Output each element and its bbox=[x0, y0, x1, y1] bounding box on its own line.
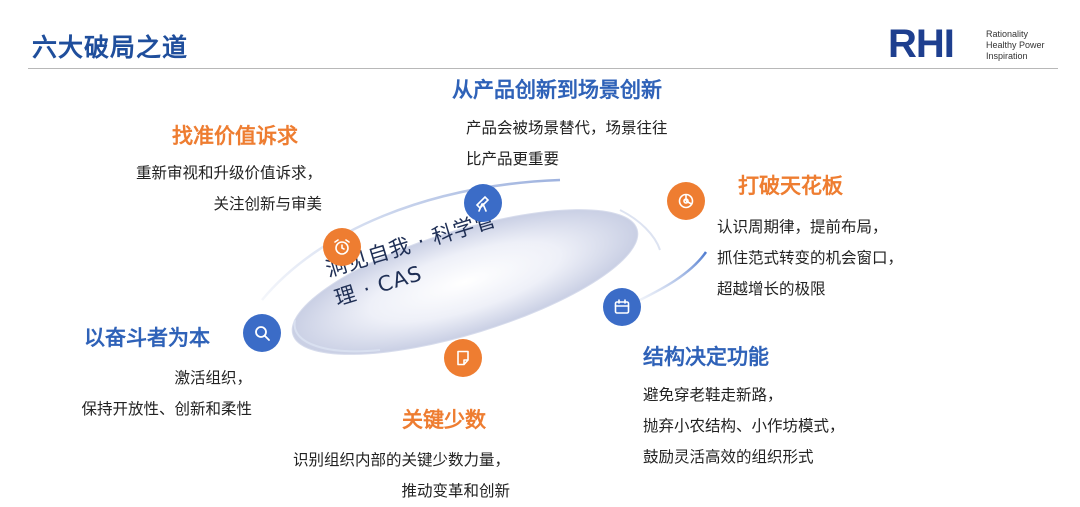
logo-mark: RHI bbox=[888, 22, 955, 66]
desc-line: 抓住范式转变的机会窗口， bbox=[717, 249, 904, 267]
title-divider bbox=[28, 68, 1058, 69]
logo-tagline-line: Healthy Power bbox=[986, 40, 1045, 50]
node-structure-title: 结构决定功能 bbox=[643, 345, 769, 369]
center-ellipse bbox=[291, 209, 639, 355]
logo-tagline-line: Inspiration bbox=[986, 51, 1028, 61]
node-product-scene-title: 从产品创新到场景创新 bbox=[452, 78, 662, 102]
outer-arc-bottom-left bbox=[293, 319, 381, 353]
node-value-title: 找准价值诉求 bbox=[172, 124, 298, 148]
outer-arc-upper-right bbox=[619, 209, 661, 251]
search-icon bbox=[243, 314, 281, 352]
logo-tagline-line: Rationality bbox=[986, 29, 1029, 39]
node-product-scene-desc: 产品会被场景替代，场景往往 比产品更重要 bbox=[466, 113, 668, 175]
desc-line: 认识周期律，提前布局， bbox=[717, 218, 888, 236]
desc-line: 产品会被场景替代，场景往往 bbox=[466, 119, 668, 137]
logo-tagline: Rationality Healthy Power Inspiration bbox=[986, 29, 1045, 62]
node-struggle-title: 以奋斗者为本 bbox=[84, 326, 210, 350]
desc-line: 推动变革和创新 bbox=[401, 482, 510, 500]
node-value-desc: 重新审视和升级价值诉求， 关注创新与审美 bbox=[60, 158, 322, 220]
desc-line: 超越增长的极限 bbox=[717, 280, 826, 298]
node-ceiling-desc: 认识周期律，提前布局， 抓住范式转变的机会窗口， 超越增长的极限 bbox=[717, 212, 903, 305]
desc-line: 激活组织， bbox=[174, 369, 252, 387]
page-title: 六大破局之道 bbox=[32, 33, 189, 62]
telescope-icon bbox=[464, 184, 502, 222]
desc-line: 避免穿老鞋走新路， bbox=[643, 386, 783, 404]
outer-arc-right bbox=[639, 251, 708, 302]
node-key-few-desc: 识别组织内部的关键少数力量， 推动变革和创新 bbox=[200, 445, 510, 507]
calendar-icon bbox=[603, 288, 641, 326]
outer-arc-top-left bbox=[261, 178, 561, 301]
desc-line: 重新审视和升级价值诉求， bbox=[135, 164, 322, 182]
desc-line: 保持开放性、创新和柔性 bbox=[81, 400, 252, 418]
note-icon bbox=[444, 339, 482, 377]
desc-line: 鼓励灵活高效的组织形式 bbox=[643, 448, 814, 466]
desc-line: 抛弃小农结构、小作坊模式， bbox=[643, 417, 845, 435]
desc-line: 关注创新与审美 bbox=[213, 195, 322, 213]
desc-line: 识别组织内部的关键少数力量， bbox=[292, 451, 510, 469]
desc-line: 比产品更重要 bbox=[466, 150, 560, 168]
node-structure-desc: 避免穿老鞋走新路， 抛弃小农结构、小作坊模式， 鼓励灵活高效的组织形式 bbox=[643, 380, 845, 473]
alarm-clock-icon bbox=[323, 228, 361, 266]
pie-chart-icon bbox=[667, 182, 705, 220]
node-struggle-desc: 激活组织， 保持开放性、创新和柔性 bbox=[40, 363, 252, 425]
node-key-few-title: 关键少数 bbox=[402, 408, 486, 432]
node-ceiling-title: 打破天花板 bbox=[738, 174, 843, 198]
